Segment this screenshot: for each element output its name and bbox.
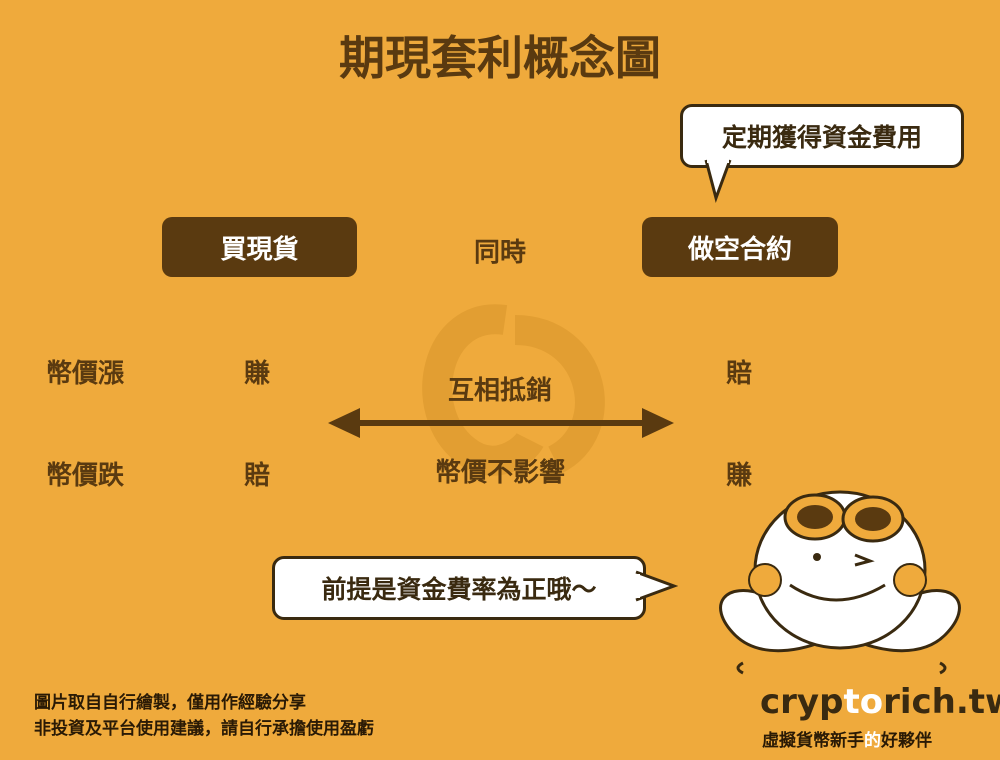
diagram-title: 期現套利概念圖 [339,31,661,85]
slogan-part-3: 好夥伴 [881,731,932,751]
premise-bubble-tail [634,570,678,602]
spot-loss-down: 賠 [244,461,271,491]
no-effect-label: 幣價不影響 [434,458,565,488]
price-up-label: 幣價漲 [46,359,125,389]
brand-part-2: to [843,682,884,722]
octopus-mascot-icon [719,490,961,675]
disclaimer: 圖片取自自行繪製，僅用作經驗分享 非投資及平台使用建議，請自行承擔使用盈虧 [34,690,374,742]
disclaimer-line-1: 圖片取自自行繪製，僅用作經驗分享 [34,693,306,713]
brand-part-3: rich.tw [883,682,1000,722]
brand-logo: cryptorich.tw [760,682,1000,722]
brand-slogan: 虛擬貨幣新手的好夥伴 [762,726,932,751]
funding-fee-bubble: 定期獲得資金費用 [680,104,964,168]
short-loss-up: 賠 [726,359,753,389]
double-arrow [328,408,674,438]
premise-bubble: 前提是資金費率為正哦～ [272,556,646,620]
offset-label: 互相抵銷 [447,376,552,406]
spot-gain-up: 賺 [244,359,271,389]
disclaimer-line-2: 非投資及平台使用建議，請自行承擔使用盈虧 [34,719,374,739]
simultaneous-label: 同時 [473,238,526,268]
short-contract-box: 做空合約 [642,217,838,277]
short-gain-down: 賺 [726,461,753,491]
buy-spot-box: 買現貨 [162,217,357,277]
brand-part-1: cryp [760,682,844,722]
slogan-part-2: 的 [864,731,881,751]
funding-bubble-tail [704,158,732,203]
price-down-label: 幣價跌 [46,461,125,491]
watermark-logo [422,304,605,476]
slogan-part-1: 虛擬貨幣新手 [762,731,864,751]
